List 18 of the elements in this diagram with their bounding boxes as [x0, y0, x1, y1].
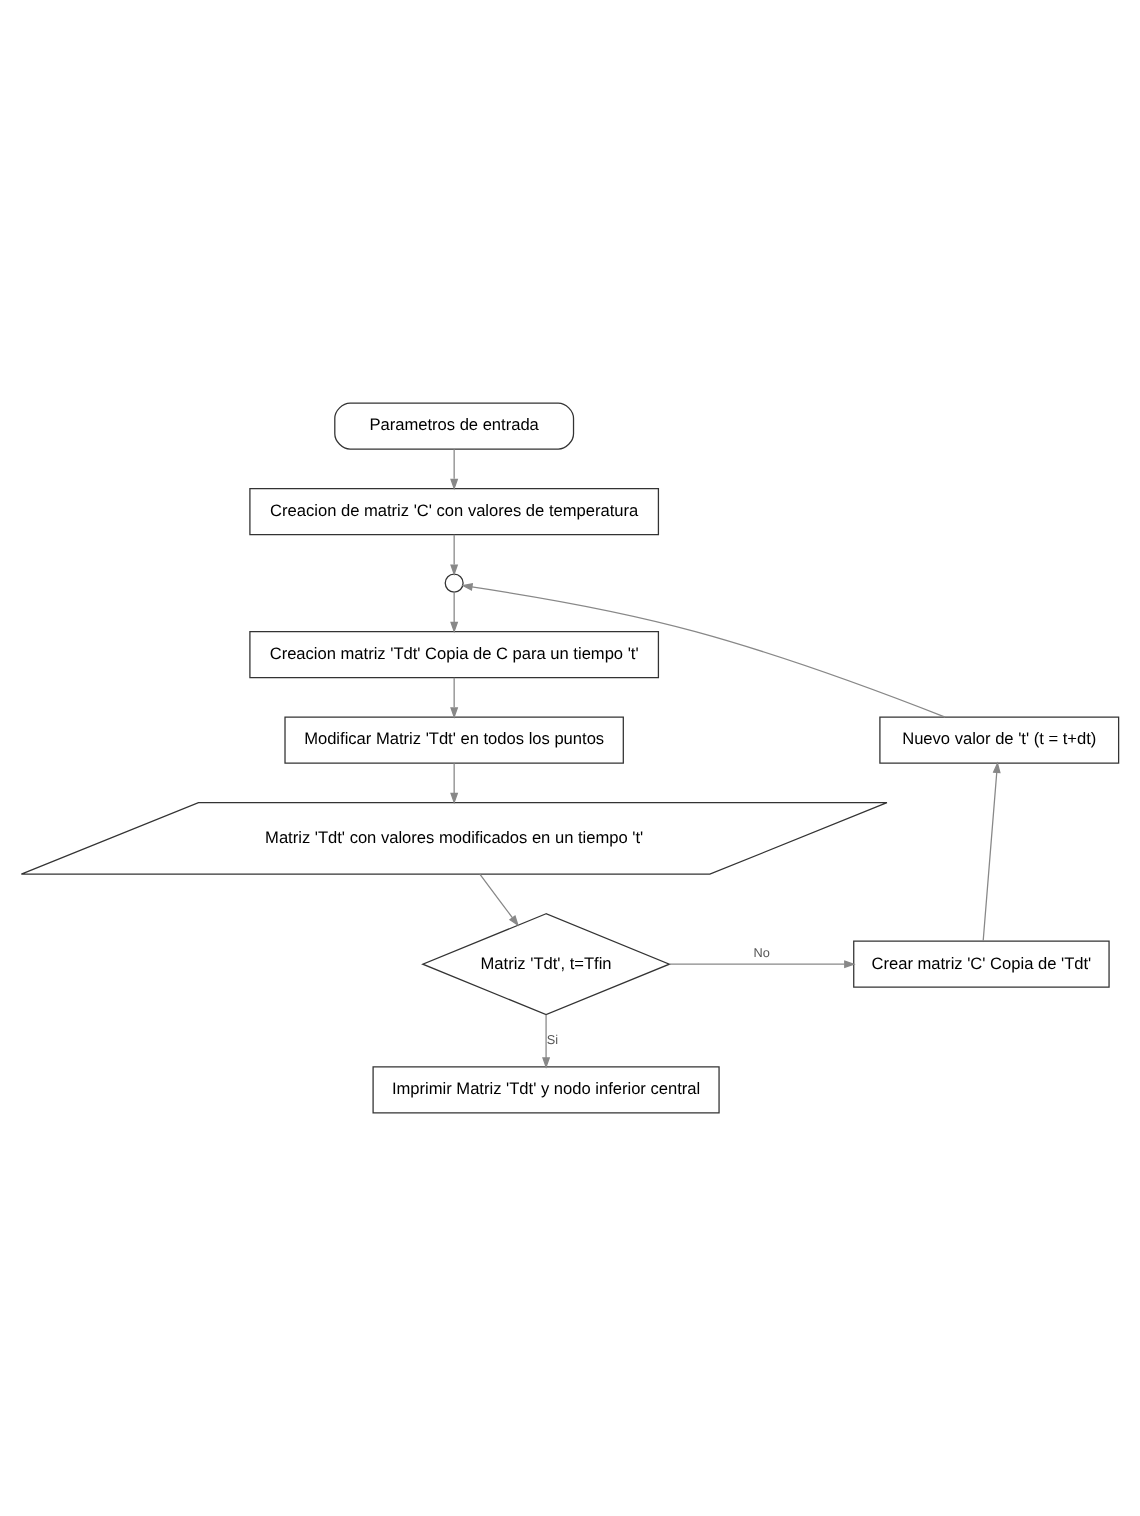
arrow: [450, 591, 459, 634]
node-box: Parametros de entrada: [334, 402, 575, 450]
arrow: [982, 761, 1001, 942]
arrow: [479, 873, 519, 927]
node-box: Imprimir Matriz 'Tdt' y nodo inferior central: [372, 1066, 720, 1114]
arrow: [461, 583, 946, 718]
arrow: [669, 960, 856, 969]
arrow: [542, 1014, 551, 1069]
node-box: Creacion de matriz 'C' con valores de temperatura: [249, 488, 660, 536]
arrow: [450, 534, 459, 576]
arrow: [450, 762, 459, 805]
node-box: Creacion matriz 'Tdt' Copia de C para un tiempo 't': [249, 631, 660, 679]
arrow: [450, 448, 459, 491]
node-box: Nuevo valor de 't' (t = t+dt): [879, 716, 1120, 764]
node-box: Modificar Matriz 'Tdt' en todos los puntos: [284, 716, 624, 764]
node-circle: [444, 573, 464, 593]
node-box: Crear matriz 'C' Copia de 'Tdt': [853, 940, 1110, 988]
arrow: [450, 677, 459, 719]
